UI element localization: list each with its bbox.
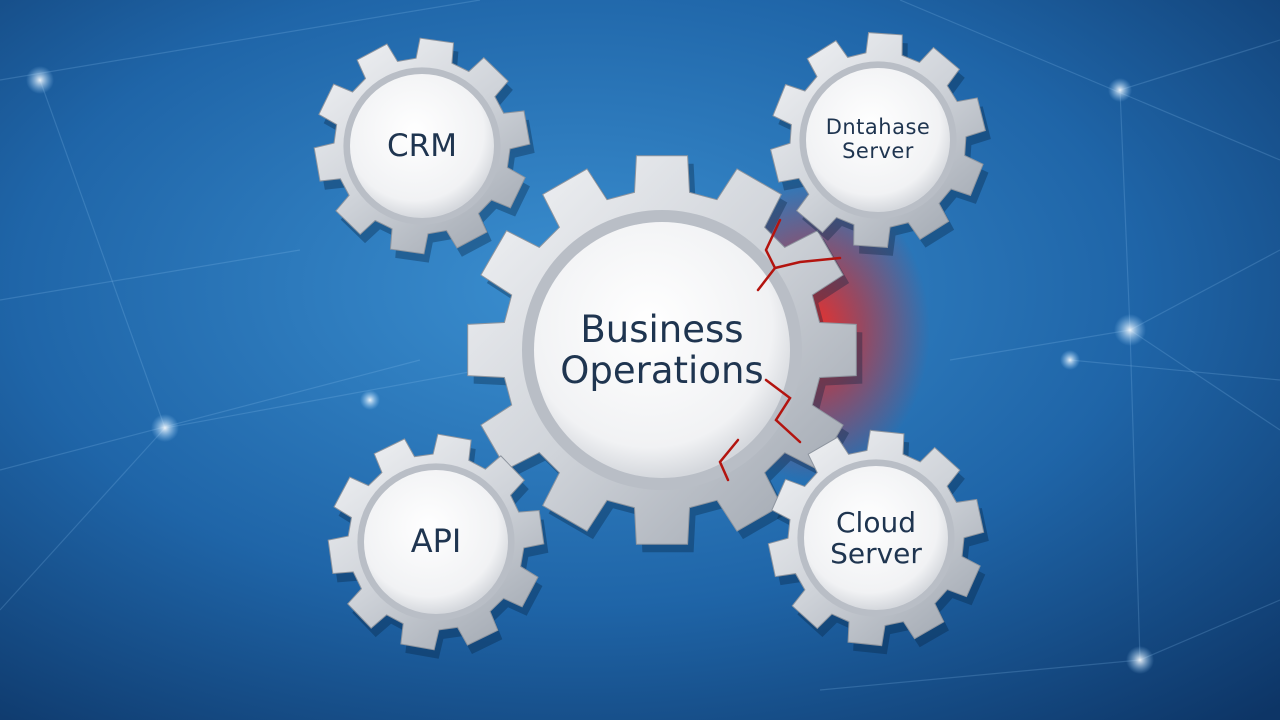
db-label-line-2: Server	[842, 139, 914, 163]
cloud-label-line-2: Server	[830, 537, 922, 570]
database-server-label: Dntahase Server	[768, 30, 988, 250]
gear-database-server: Dntahase Server	[768, 30, 991, 256]
gear-crm: CRM	[312, 36, 535, 263]
crm-label-line-1: CRM	[387, 127, 457, 164]
gear-api: API	[326, 432, 549, 659]
business-operations-label: Business Operations	[462, 150, 862, 550]
center-label-line-2: Operations	[560, 349, 764, 392]
center-label-line-1: Business	[580, 307, 744, 351]
api-label-line-1: API	[410, 522, 462, 561]
cloud-server-label: Cloud Server	[766, 428, 986, 648]
gear-icon	[313, 37, 535, 263]
gear-icon	[327, 433, 549, 659]
network-nodes	[26, 66, 1154, 674]
db-label-line-1: Dntahase	[825, 115, 931, 140]
gear-icon	[769, 32, 991, 256]
cloud-label-line-1: Cloud	[836, 505, 916, 539]
gear-icon	[767, 429, 989, 655]
api-label: API	[326, 432, 546, 652]
gear-cloud-server: Cloud Server	[766, 428, 989, 655]
crm-label: CRM	[312, 36, 532, 256]
